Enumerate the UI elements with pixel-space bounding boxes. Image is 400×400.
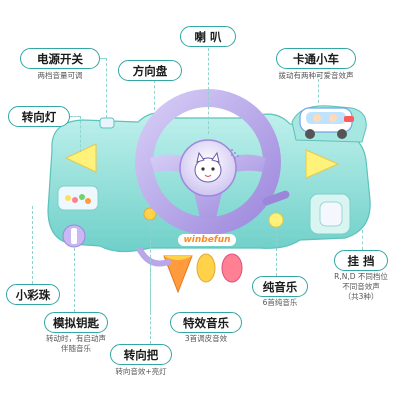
leader-key: [74, 248, 75, 312]
label-car-sub: 拨动有两种可爱音效声: [278, 71, 354, 80]
label-key-sub-1: 转动时，有启动声: [46, 334, 106, 343]
turn-lever: [262, 190, 290, 206]
bead-window: [57, 185, 99, 211]
leader-beads: [32, 206, 33, 284]
label-key-sub-2: 伴随音乐: [61, 344, 91, 353]
pure-music-button: [268, 212, 284, 228]
label-gear: 挂 挡: [334, 250, 388, 271]
label-gear-sub-2: 不同音效声: [342, 282, 380, 291]
right-turn-light: [305, 149, 340, 179]
label-speaker: 喇 叭: [180, 26, 236, 47]
label-turn-lever: 转向把: [110, 344, 172, 365]
label-power-sub: 两档音量可调: [37, 71, 83, 80]
label-gear-sub-1: R,N,D 不同档位: [334, 272, 388, 281]
leader-pure: [276, 228, 277, 276]
label-sound-music: 特效音乐: [170, 312, 242, 333]
label-car: 卡通小车: [276, 48, 356, 69]
hanging-key-yellow: [196, 253, 216, 283]
leader-turnlight: [80, 116, 81, 152]
label-gear-sub-3: （共3种）: [343, 292, 379, 301]
leader-turnlight-h: [70, 116, 80, 117]
leader-power: [106, 58, 107, 118]
leader-sound: [150, 220, 151, 312]
speaker-holes: [231, 149, 239, 159]
gear-lever: [319, 201, 343, 227]
brand-badge-bg: [178, 234, 236, 246]
label-sound-music-sub: 3首调皮音效: [184, 334, 228, 343]
label-pure-music-sub: 6首纯音乐: [262, 298, 298, 307]
left-turn-light: [64, 143, 97, 173]
power-switch: [99, 117, 115, 129]
hanging-key-pink: [221, 253, 243, 283]
label-key: 模拟钥匙: [44, 312, 108, 333]
leader-wheel: [154, 80, 155, 110]
leader-speaker: [208, 48, 209, 134]
leader-power-h: [100, 58, 106, 59]
label-wheel: 方向盘: [118, 60, 182, 81]
label-turn-lever-sub: 转向音效+亮灯: [115, 367, 167, 376]
label-pure-music: 纯音乐: [252, 276, 308, 297]
brand-logo: winbefun: [183, 235, 231, 245]
hanging-ring: [137, 247, 171, 267]
cartoon-car: [299, 107, 354, 139]
label-power: 电源开关: [20, 48, 100, 69]
label-turn-light: 转向灯: [8, 106, 70, 127]
leader-car: [318, 74, 319, 108]
leader-lever: [150, 268, 151, 344]
leader-gear: [362, 230, 363, 250]
label-beads: 小彩珠: [6, 284, 60, 305]
